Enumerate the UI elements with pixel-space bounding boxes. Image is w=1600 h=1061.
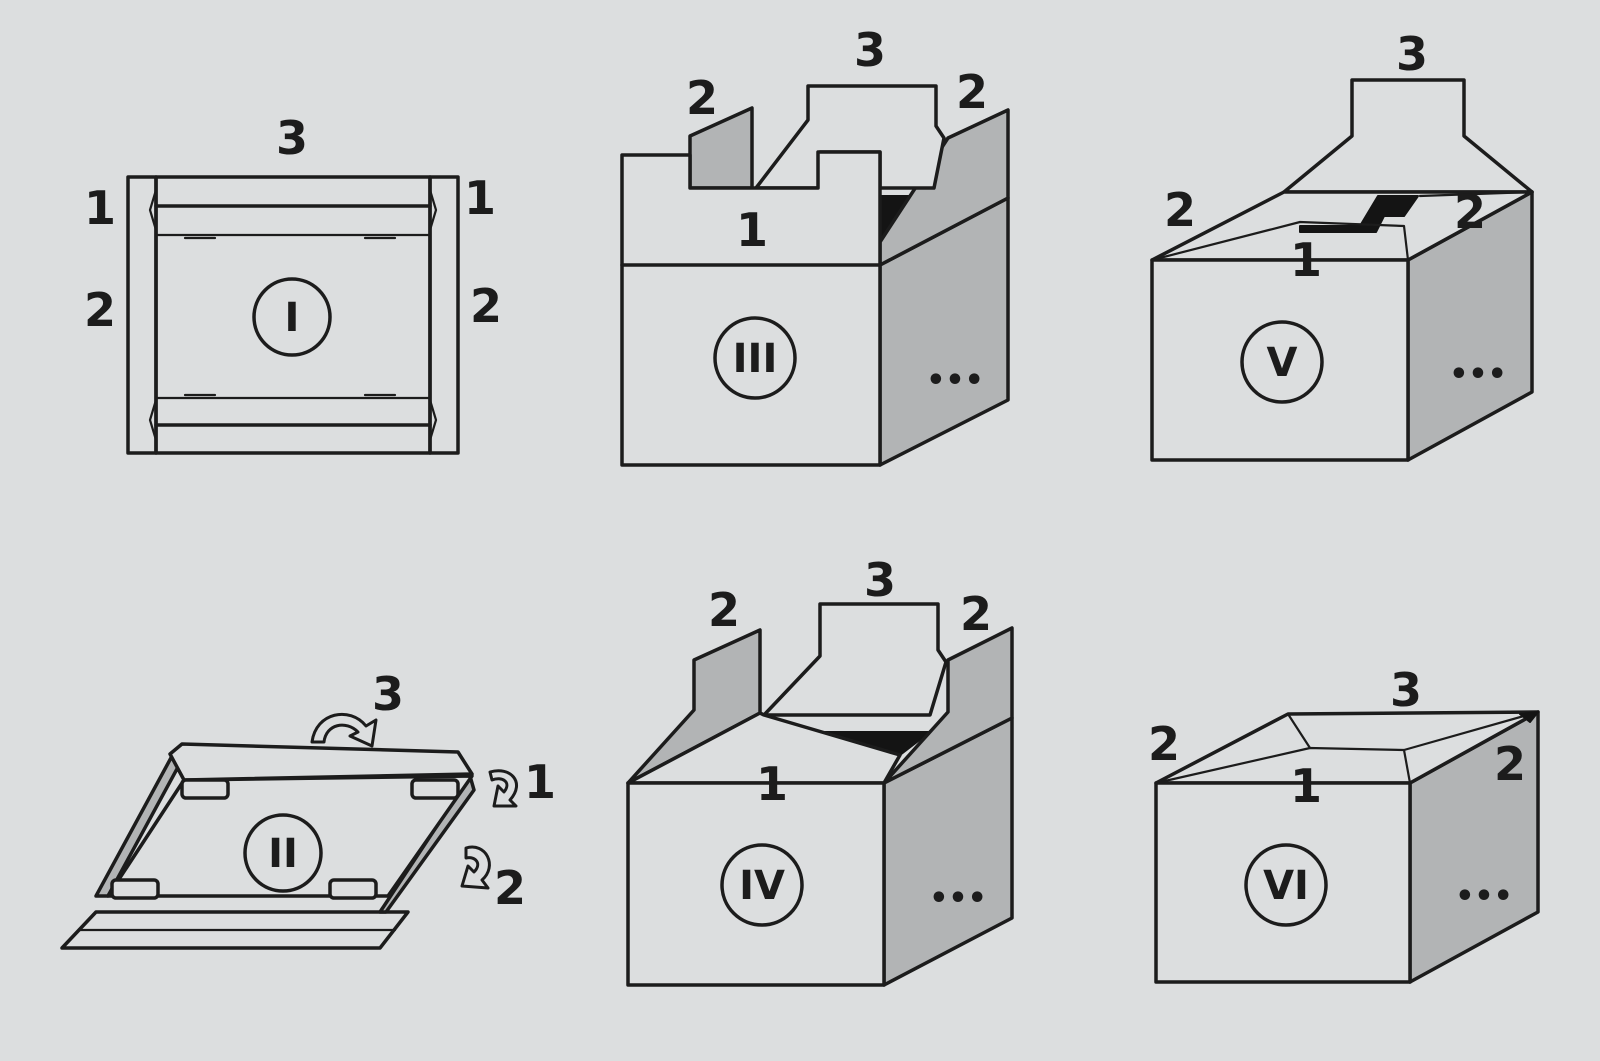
fold-arrow-3 bbox=[310, 712, 378, 748]
step-v-badge bbox=[1240, 320, 1324, 404]
label-right-1: 1 bbox=[464, 171, 496, 225]
label-flap-3: 3 bbox=[1396, 27, 1428, 81]
label-flap-1: 1 bbox=[736, 203, 768, 257]
step-i: I 3 1 2 1 2 bbox=[84, 111, 502, 455]
label-fold-2: 2 bbox=[494, 861, 526, 915]
corner-tab bbox=[410, 778, 460, 800]
step-iv: IV ••• 3 2 2 1 bbox=[626, 553, 1014, 987]
corner-tab bbox=[110, 878, 160, 900]
label-flap-3: 3 bbox=[1390, 663, 1422, 717]
front-face bbox=[1150, 258, 1410, 462]
side-mark: ••• bbox=[929, 881, 987, 916]
side-mark: ••• bbox=[1455, 879, 1513, 914]
step-ii-numeral: II bbox=[268, 831, 298, 877]
left-notch-bottom bbox=[148, 398, 158, 442]
right-notch-top bbox=[428, 188, 438, 232]
right-notch-bottom bbox=[428, 398, 438, 442]
front-face bbox=[1154, 781, 1412, 984]
step-iii-badge bbox=[713, 316, 797, 400]
step-iii: III ••• 3 2 2 1 bbox=[620, 23, 1010, 467]
front-face bbox=[626, 781, 886, 987]
step-v: V ••• 3 2 2 1 bbox=[1150, 27, 1534, 462]
label-flap-2-left: 2 bbox=[686, 71, 718, 125]
label-right-2: 2 bbox=[470, 279, 502, 333]
step-iv-numeral: IV bbox=[739, 863, 785, 909]
label-left-2: 2 bbox=[84, 283, 116, 337]
step-vi-numeral: VI bbox=[1263, 863, 1309, 909]
step-iv-badge bbox=[720, 843, 804, 927]
label-flap-2-left: 2 bbox=[708, 583, 740, 637]
side-face bbox=[882, 716, 1014, 987]
front-face bbox=[620, 150, 882, 467]
label-left-1: 1 bbox=[84, 181, 116, 235]
label-flap-2-right: 2 bbox=[960, 587, 992, 641]
label-flap-2-right: 2 bbox=[956, 65, 988, 119]
fold-arrow-1 bbox=[488, 769, 518, 808]
label-flap-1: 1 bbox=[756, 757, 788, 811]
step-v-numeral: V bbox=[1267, 340, 1298, 386]
label-flap-1: 1 bbox=[1290, 759, 1322, 813]
label-flap-2-left: 2 bbox=[1164, 183, 1196, 237]
step-i-badge bbox=[252, 277, 332, 357]
left-notch-top bbox=[148, 188, 158, 232]
label-flap-2-left: 2 bbox=[1148, 717, 1180, 771]
step-i-numeral: I bbox=[285, 295, 300, 341]
label-flap-2-right: 2 bbox=[1494, 737, 1526, 791]
side-mark: ••• bbox=[1449, 357, 1507, 392]
box-opening bbox=[1299, 195, 1419, 233]
label-flap-1: 1 bbox=[1290, 233, 1322, 287]
back-flap bbox=[168, 742, 474, 782]
flap-2-right bbox=[882, 626, 1014, 785]
step-vi-badge bbox=[1244, 843, 1328, 927]
label-fold-3: 3 bbox=[372, 667, 404, 721]
corner-tab bbox=[180, 778, 230, 800]
step-ii-badge bbox=[243, 813, 323, 893]
side-mark: ••• bbox=[926, 363, 984, 398]
base-panel bbox=[154, 175, 432, 455]
fold-arrow-2 bbox=[460, 845, 491, 890]
flap-3 bbox=[1282, 78, 1534, 194]
corner-tab bbox=[328, 878, 378, 900]
label-flap-3: 3 bbox=[276, 111, 308, 165]
step-iii-numeral: III bbox=[733, 336, 778, 382]
label-flap-2-right: 2 bbox=[1454, 185, 1486, 239]
base-panel-ii bbox=[106, 774, 474, 898]
step-vi: VI ••• 3 2 2 1 bbox=[1148, 663, 1540, 984]
step-ii: II 3 1 2 bbox=[60, 667, 556, 950]
label-flap-3: 3 bbox=[864, 553, 896, 607]
label-flap-3: 3 bbox=[854, 23, 886, 77]
box-opening bbox=[1519, 711, 1539, 723]
label-fold-1: 1 bbox=[524, 755, 556, 809]
flap-3 bbox=[762, 602, 948, 717]
